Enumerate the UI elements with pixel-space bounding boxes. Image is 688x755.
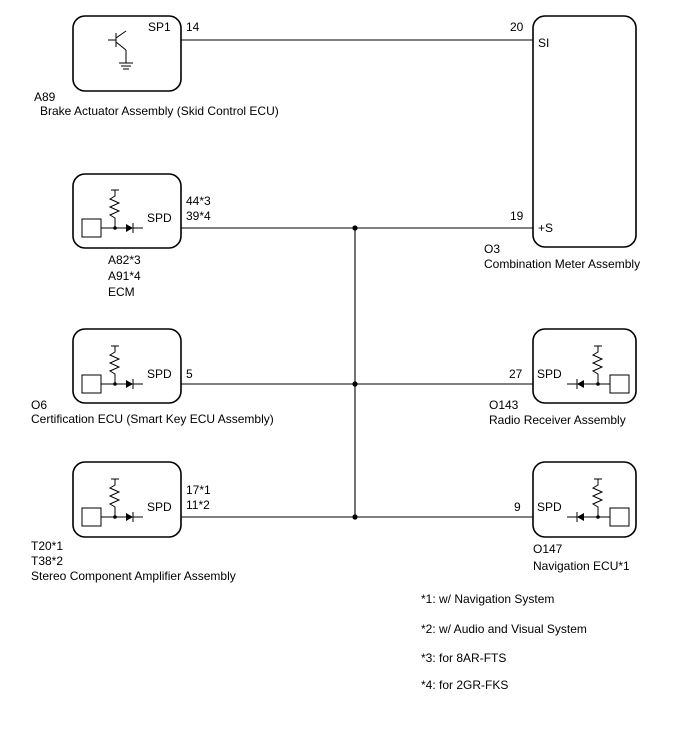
navigation-ecu-assembly: SPD 9 O147 Navigation ECU*1 (514, 461, 637, 573)
pin-label-spd: SPD (147, 367, 172, 381)
certification-ecu-box (72, 328, 182, 404)
pin-number-19: 19 (510, 209, 524, 223)
pin-number-39: 39*4 (186, 209, 211, 223)
component-name-brake-actuator: Brake Actuator Assembly (Skid Control EC… (40, 104, 279, 118)
component-name-certification-ecu: Certification ECU (Smart Key ECU Assembl… (31, 412, 274, 426)
component-name-navigation-ecu: Navigation ECU*1 (533, 559, 630, 573)
connector-code-a89: A89 (34, 90, 56, 104)
connector-code-a82: A82*3 (108, 253, 141, 267)
stereo-amplifier-assembly: SPD 17*1 11*2 T20*1 T38*2 Stereo Compone… (31, 461, 236, 583)
component-name-ecm: ECM (108, 285, 135, 299)
pin-number-5: 5 (186, 367, 193, 381)
certification-ecu-assembly: SPD 5 O6 Certification ECU (Smart Key EC… (31, 328, 274, 426)
footnote-4: *4: for 2GR-FKS (421, 678, 508, 692)
pin-number-44: 44*3 (186, 194, 211, 208)
pullup-resistor-symbol (81, 189, 143, 238)
component-name-stereo-amplifier: Stereo Component Amplifier Assembly (31, 569, 236, 583)
combination-meter-assembly: 20 SI 19 +S O3 Combination Meter Assembl… (484, 15, 640, 271)
pin-label-spd: SPD (537, 367, 562, 381)
connector-code-o6: O6 (31, 398, 47, 412)
ecm-box (72, 173, 182, 249)
connector-code-o147: O147 (533, 542, 563, 556)
pin-number-27: 27 (509, 367, 523, 381)
radio-receiver-assembly: SPD 27 O143 Radio Receiver Assembly (489, 328, 637, 427)
radio-receiver-box (532, 328, 637, 404)
junction-dot (352, 381, 358, 387)
pin-number-17: 17*1 (186, 483, 211, 497)
footnote-3: *3: for 8AR-FTS (421, 651, 506, 665)
pin-label-spd: SPD (537, 500, 562, 514)
pin-label-spd: SPD (147, 500, 172, 514)
connector-code-t20: T20*1 (31, 539, 63, 553)
junction-dot (352, 514, 358, 520)
stereo-amplifier-box (72, 461, 182, 538)
transistor-symbol (108, 30, 133, 70)
connector-code-o143: O143 (489, 398, 519, 412)
pin-label-sp1: SP1 (148, 20, 171, 34)
footnote-1: *1: w/ Navigation System (421, 592, 554, 606)
combination-meter-box (532, 15, 637, 248)
junction-dot (352, 225, 358, 231)
pullup-resistor-symbol (81, 478, 143, 527)
brake-actuator-assembly: SP1 14 A89 Brake Actuator Assembly (Skid… (34, 15, 279, 118)
pin-number-14: 14 (186, 20, 200, 34)
pin-label-plus-s: +S (538, 221, 553, 235)
connector-code-o3: O3 (484, 242, 500, 256)
component-name-radio-receiver: Radio Receiver Assembly (489, 413, 626, 427)
footnote-2: *2: w/ Audio and Visual System (421, 622, 587, 636)
pin-number-11: 11*2 (186, 498, 210, 512)
brake-actuator-box (72, 15, 182, 92)
pin-label-si: SI (538, 36, 549, 50)
pin-number-9: 9 (514, 500, 521, 514)
ecm-assembly: SPD 44*3 39*4 A82*3 A91*4 ECM (72, 173, 211, 299)
component-name-combination-meter: Combination Meter Assembly (484, 257, 640, 271)
pin-number-20: 20 (510, 20, 524, 34)
connector-code-a91: A91*4 (108, 269, 141, 283)
pullup-resistor-symbol (567, 345, 630, 394)
connector-code-t38: T38*2 (31, 554, 63, 568)
pullup-resistor-symbol (567, 478, 630, 527)
pin-label-spd: SPD (147, 211, 172, 225)
footnotes: *1: w/ Navigation System *2: w/ Audio an… (421, 592, 587, 692)
pullup-resistor-symbol (81, 345, 143, 394)
